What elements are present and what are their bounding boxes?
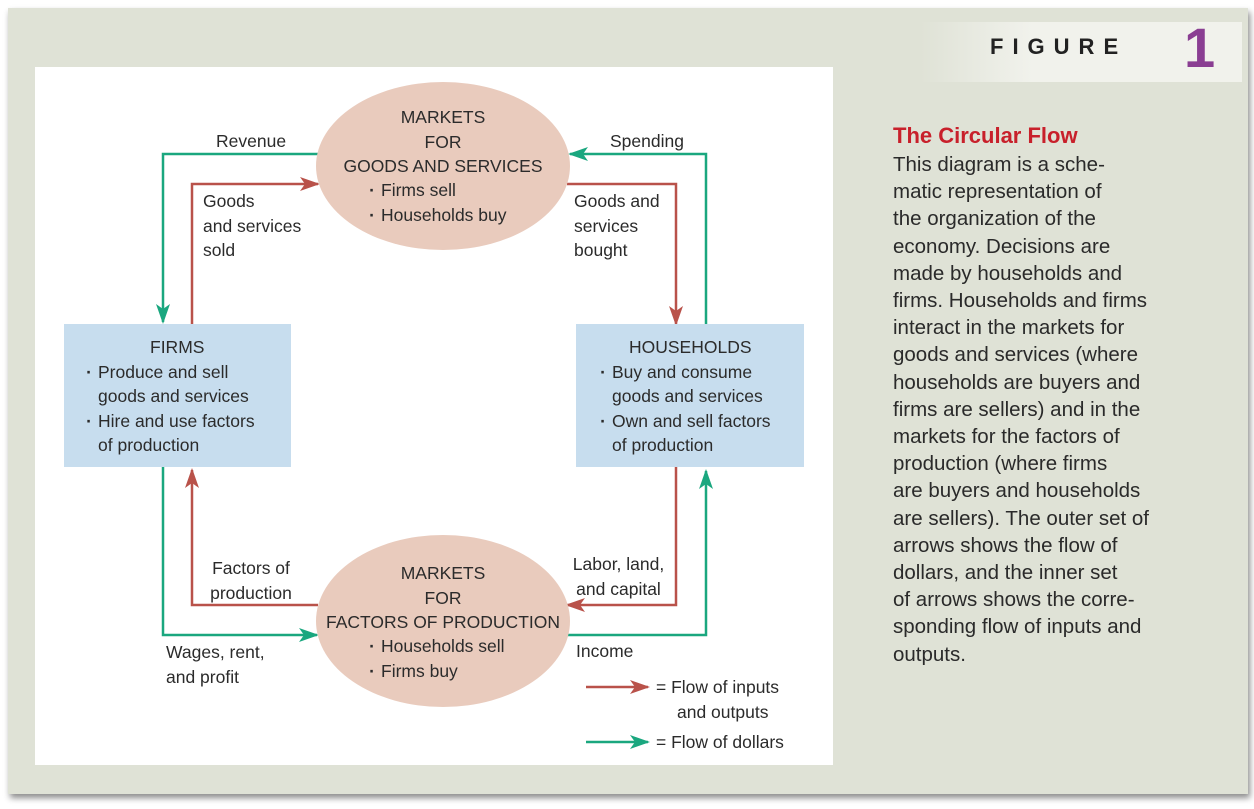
labor-flow-arrow	[565, 467, 678, 612]
labor-line2: and capital	[576, 578, 661, 599]
factor-market-bullets: Households sell Firms buy	[363, 634, 505, 683]
households-box	[576, 324, 804, 467]
households-title: HOUSEHOLDS	[629, 337, 752, 357]
households-label: HOUSEHOLDS Buy and consume goods and ser…	[594, 335, 771, 458]
firms-label: FIRMS Produce and sell goods and service…	[80, 335, 255, 458]
households-bullet-2b: of production	[612, 435, 714, 455]
caption-line: firms are sellers) and in the	[893, 397, 1141, 421]
legend-dollars: = Flow of dollars	[656, 732, 784, 752]
goods-market-bullets: Firms sell Households buy	[363, 178, 507, 227]
firms-bullet-1: Produce and sell	[80, 360, 255, 385]
legend-inputs: = Flow of inputs and outputs	[656, 675, 779, 724]
goods-market-bullet-2-text: Households buy	[381, 204, 507, 225]
goods-bought-line1: Goods and	[574, 191, 660, 211]
wages-line1: Wages, rent,	[166, 642, 265, 662]
caption-line: production (where firms	[893, 452, 1108, 476]
households-bullet-1: Buy and consume	[594, 360, 771, 385]
caption-line: dollars, and the inner set	[893, 561, 1118, 585]
goods-market-bullet-1: Firms sell	[363, 178, 507, 203]
factor-market-bullet-2-text: Firms buy	[381, 660, 458, 681]
caption-title: The Circular Flow	[893, 123, 1078, 148]
households-bullet-1a: Buy and consume	[612, 361, 753, 382]
caption-line: sponding flow of inputs and	[893, 615, 1142, 639]
labor-label: Labor, land, and capital	[561, 552, 676, 601]
labor-line1: Labor, land,	[572, 554, 665, 574]
figure-header-band	[920, 22, 1242, 82]
firms-title: FIRMS	[150, 337, 205, 357]
caption-line: matic representation of	[893, 180, 1102, 204]
factors-label: Factors of production	[201, 556, 301, 605]
households-bullet-1b: goods and services	[612, 386, 763, 406]
goods-bought-line3: bought	[574, 240, 628, 260]
goods-sold-label: Goods and services sold	[203, 189, 301, 263]
revenue-flow-arrow	[156, 152, 318, 324]
spending-flow-arrow	[568, 147, 708, 324]
diagram-canvas: MARKETS FOR GOODS AND SERVICES Firms sel…	[35, 67, 833, 765]
goods-sold-line2: and services	[203, 215, 302, 236]
revenue-label: Revenue	[216, 131, 287, 151]
caption-line: households are buyers and	[893, 370, 1141, 394]
income-label: Income	[576, 641, 634, 661]
legend-inputs-line1: = Flow of inputs	[656, 677, 780, 697]
goods-market-line2: FOR	[424, 131, 462, 152]
goods-market-label: MARKETS FOR GOODS AND SERVICES	[318, 105, 568, 179]
caption-line: are buyers and households	[893, 479, 1141, 503]
caption-line: are sellers). The outer set of	[893, 506, 1149, 530]
households-bullet-2: Own and sell factors	[594, 409, 771, 434]
factor-market-bullet-1-text: Households sell	[381, 636, 505, 656]
factor-market-label: MARKETS FOR FACTORS OF PRODUCTION	[318, 561, 568, 635]
households-bullet-2a: Own and sell factors	[612, 410, 771, 431]
goods-sold-line1: Goods	[203, 191, 255, 211]
firms-bullet-1b: goods and services	[98, 386, 249, 406]
factor-market-line2: FOR	[424, 587, 462, 608]
caption-line: made by households and	[893, 261, 1123, 285]
caption-line: of arrows shows the corre-	[893, 588, 1135, 612]
circular-flow-diagram	[64, 82, 804, 749]
legend-inputs-line2: and outputs	[677, 701, 769, 722]
firms-bullet-2: Hire and use factors	[80, 409, 255, 434]
caption-line: interact in the markets for	[893, 316, 1125, 340]
factors-flow-arrow	[185, 468, 318, 607]
factor-market-line1: MARKETS	[400, 563, 486, 583]
figure-label: FIGURE	[990, 34, 1128, 59]
figure-number: 1	[1184, 16, 1216, 79]
wages-line2: and profit	[166, 666, 239, 687]
goods-market-line3: GOODS AND SERVICES	[343, 156, 543, 176]
caption-line: This diagram is a sche-	[893, 153, 1105, 176]
goods-market-bullet-1-text: Firms sell	[381, 180, 456, 200]
goods-market-bullet-2: Households buy	[363, 203, 507, 228]
caption-line: economy. Decisions are	[893, 234, 1111, 258]
goods-sold-line3: sold	[203, 240, 236, 260]
goods-bought-arrow	[567, 182, 683, 326]
wages-flow-arrow	[161, 467, 319, 642]
factor-market-line3: FACTORS OF PRODUCTION	[326, 612, 560, 632]
caption-line: goods and services (where	[893, 343, 1138, 367]
goods-market-line1: MARKETS	[400, 107, 486, 127]
factor-market-bullet-1: Households sell	[363, 634, 505, 659]
caption-line: firms. Households and firms	[893, 289, 1148, 313]
caption-line: markets for the factors of	[893, 425, 1120, 449]
caption-line: arrows shows the flow of	[893, 533, 1118, 557]
income-flow-arrow	[567, 469, 713, 637]
wages-label: Wages, rent, and profit	[166, 640, 265, 689]
goods-bought-line2: services	[574, 215, 639, 236]
firms-box	[64, 324, 291, 467]
factors-line1: Factors of	[212, 558, 290, 578]
firms-bullet-1a: Produce and sell	[98, 361, 229, 382]
goods-sold-arrow	[190, 177, 320, 324]
caption-line: the organization of the	[893, 207, 1096, 231]
factor-market-bullet-2: Firms buy	[363, 659, 505, 684]
firms-bullet-2a: Hire and use factors	[98, 410, 255, 431]
spending-label: Spending	[610, 131, 684, 151]
caption-body: This diagram is a sche- matic representa…	[893, 151, 1193, 668]
goods-bought-label: Goods and services bought	[574, 189, 660, 263]
caption-line: outputs.	[893, 642, 966, 666]
firms-bullet-2b: of production	[98, 435, 200, 455]
factors-line2: production	[210, 582, 292, 603]
